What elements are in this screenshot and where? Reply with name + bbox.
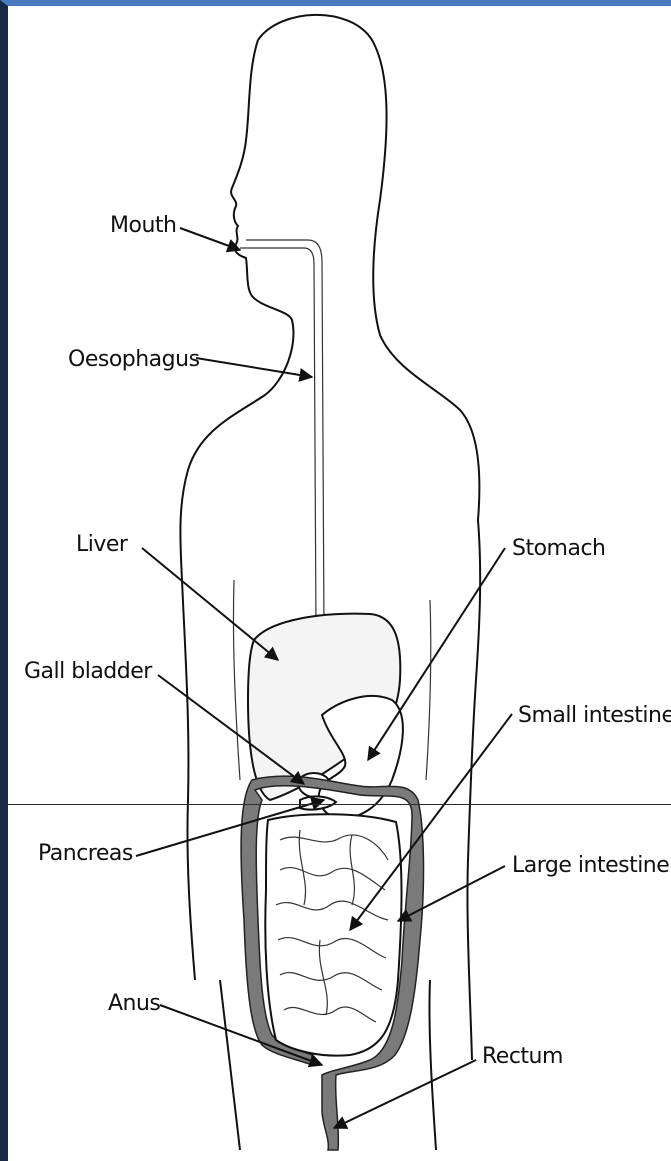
oesophagus-tube [240, 240, 324, 630]
label-anus: Anus [108, 991, 160, 1016]
leader-liver [142, 548, 278, 660]
leader-oesophagus [196, 358, 312, 377]
label-gall-bladder: Gall bladder [24, 659, 153, 684]
label-mouth: Mouth [110, 213, 176, 238]
label-rectum: Rectum [482, 1044, 563, 1069]
leader-mouth [180, 228, 240, 250]
label-large-intestine: Large intestine [512, 853, 669, 878]
horizontal-rule [8, 804, 671, 805]
small-intestine-shape [265, 814, 401, 1055]
label-small-intestine: Small intestine [518, 703, 671, 728]
label-pancreas: Pancreas [38, 841, 133, 866]
label-liver: Liver [76, 532, 129, 557]
label-oesophagus: Oesophagus [68, 347, 200, 372]
label-stomach: Stomach [512, 536, 606, 561]
